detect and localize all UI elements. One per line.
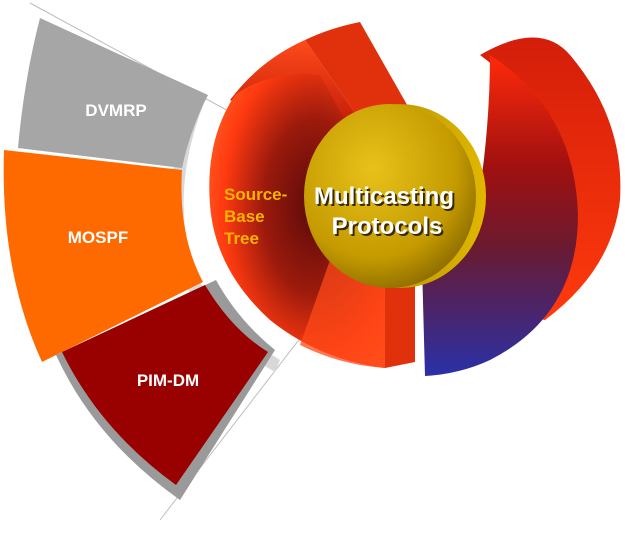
branch-label: Source- Base Tree — [224, 185, 287, 248]
hub-title-shadow-2: Protocols — [334, 215, 445, 242]
branch-label-line-2: Base — [224, 207, 265, 226]
segment-label-pim-dm: PIM-DM — [137, 371, 199, 390]
hub-title-line-2: Protocols — [332, 213, 443, 240]
branch-label-line-1: Source- — [224, 185, 287, 204]
segment-label-mospf: MOSPF — [68, 228, 128, 247]
segment-mospf — [3, 150, 203, 362]
hub-title-line-1: Multicasting — [314, 183, 454, 210]
segment-label-dvmrp: DVMRP — [85, 101, 146, 120]
hub-title: Multicasting Protocols Multicasting Prot… — [314, 183, 456, 242]
hub — [304, 104, 476, 288]
blue-arc — [422, 55, 578, 376]
segment-pim-dm — [62, 285, 268, 485]
segment-dvmrp — [18, 18, 208, 168]
branch-label-line-3: Tree — [224, 229, 259, 248]
ring-top-block-side — [305, 22, 410, 120]
hub-title-shadow-1: Multicasting — [316, 185, 456, 212]
